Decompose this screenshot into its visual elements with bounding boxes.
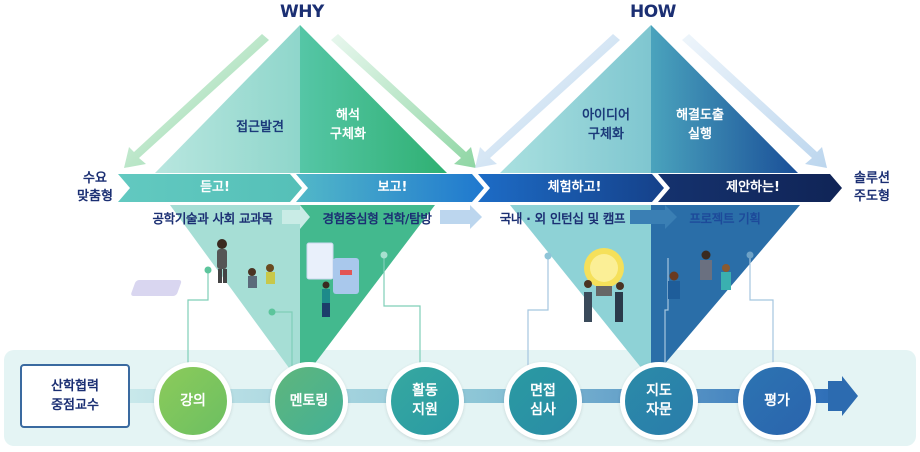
how-header: HOW — [630, 2, 676, 22]
stage-experience: 체험하고! — [547, 180, 602, 195]
activity-course: 공학기술과 사회 교과목 — [152, 211, 273, 226]
stage-see: 보고! — [377, 180, 408, 195]
step-lecture: 강의 — [154, 362, 232, 440]
how-right-label: 해결도출 실행 — [676, 108, 724, 142]
role-box: 산학협력 중점교수 — [20, 364, 130, 428]
activity-internship: 국내 · 외 인턴십 및 캠프 — [499, 211, 626, 226]
why-left-label: 접근발견 — [236, 120, 284, 135]
step-evaluation: 평가 — [738, 362, 816, 440]
why-header: WHY — [280, 2, 324, 22]
step-mentoring: 멘토링 — [270, 362, 348, 440]
stage-propose: 제안하는! — [726, 180, 780, 195]
why-right-label: 해석 구체화 — [330, 108, 366, 142]
stage-listen: 듣고! — [200, 180, 230, 195]
solution-label: 솔루션 주도형 — [854, 171, 890, 204]
activity-project: 프로젝트 기획 — [689, 211, 761, 226]
how-left-label: 아이디어 구체화 — [582, 108, 630, 142]
lecturer-illustration — [217, 239, 227, 283]
demand-label: 수요 맞춤형 — [77, 171, 113, 204]
activity-tour: 경험중심형 견학/탐방 — [322, 211, 432, 226]
